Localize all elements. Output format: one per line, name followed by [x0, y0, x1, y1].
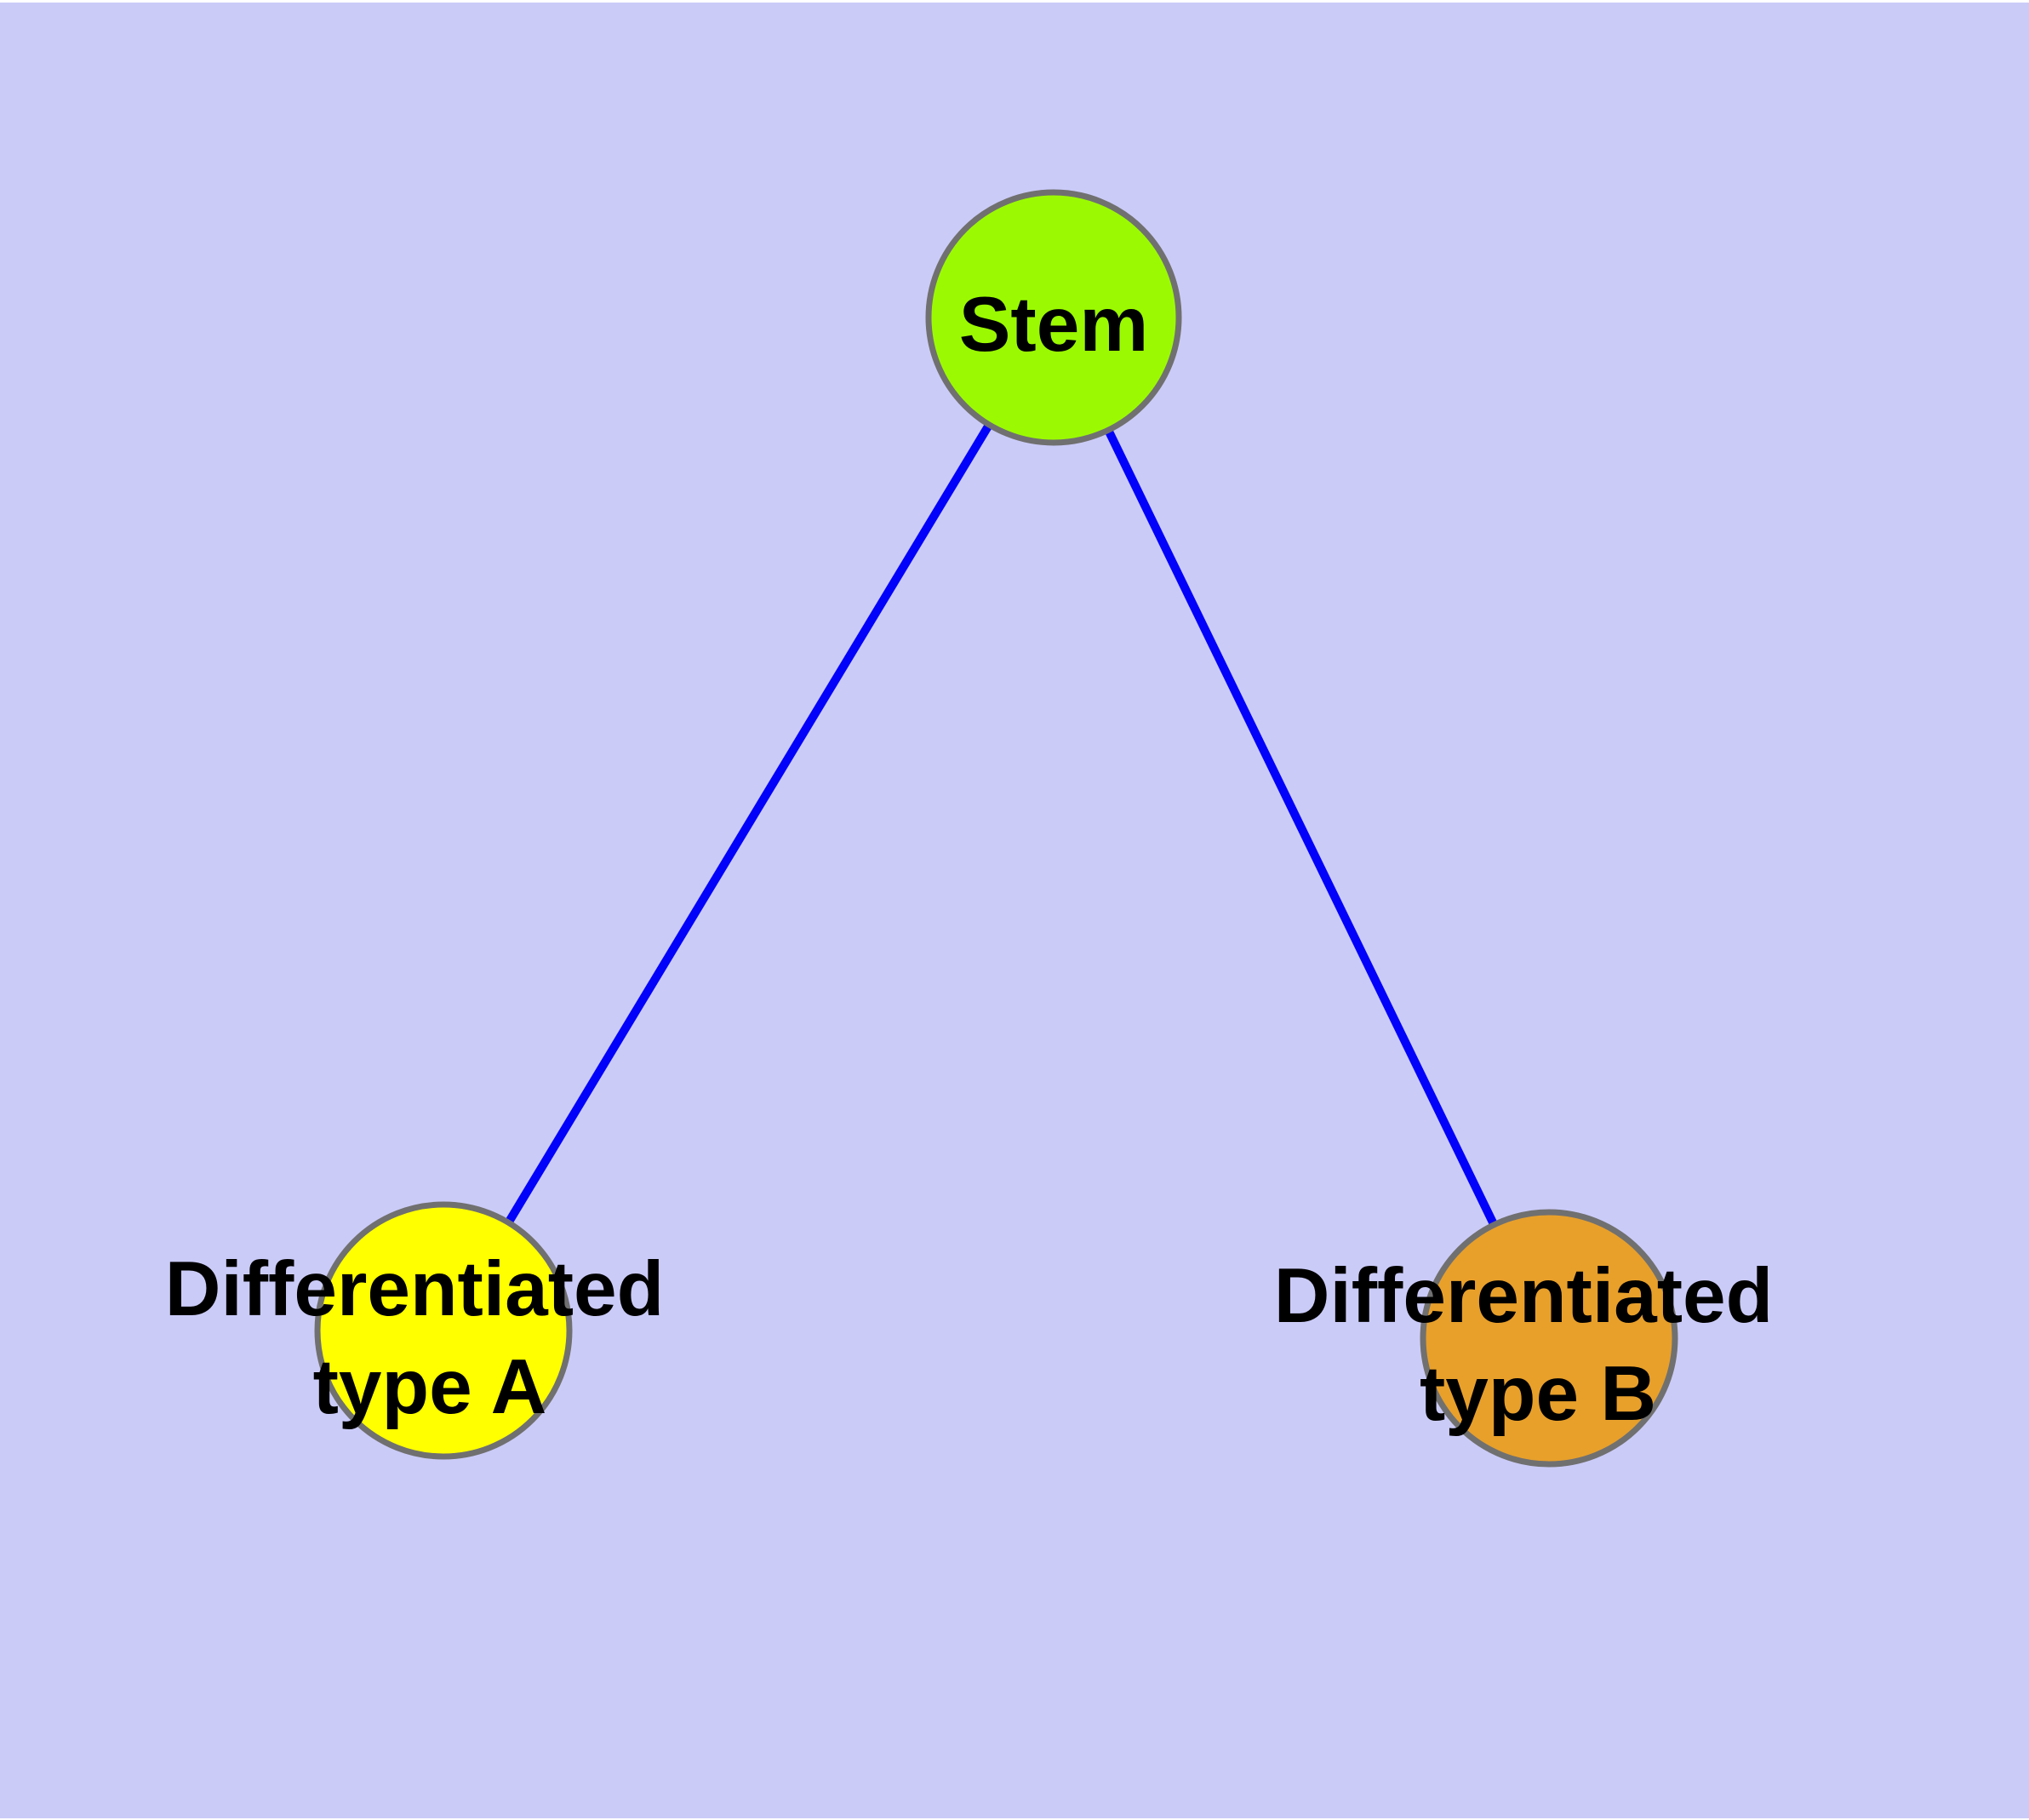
node-type-b-circle	[1420, 1209, 1678, 1468]
node-type-a-circle	[314, 1201, 573, 1460]
node-type-a-label-line2: type A	[313, 1344, 547, 1430]
node-type-b-label-line2: type B	[1420, 1351, 1656, 1437]
node-type-a-label-line1: Differentiated	[165, 1246, 665, 1332]
node-stem-circle	[925, 189, 1182, 446]
node-stem-label: Stem	[959, 282, 1149, 368]
node-type-b-label-line1: Differentiated	[1274, 1253, 1774, 1339]
edge-stem-to-type-b	[1049, 315, 1553, 1341]
edge-stem-to-type-a	[439, 315, 1058, 1333]
